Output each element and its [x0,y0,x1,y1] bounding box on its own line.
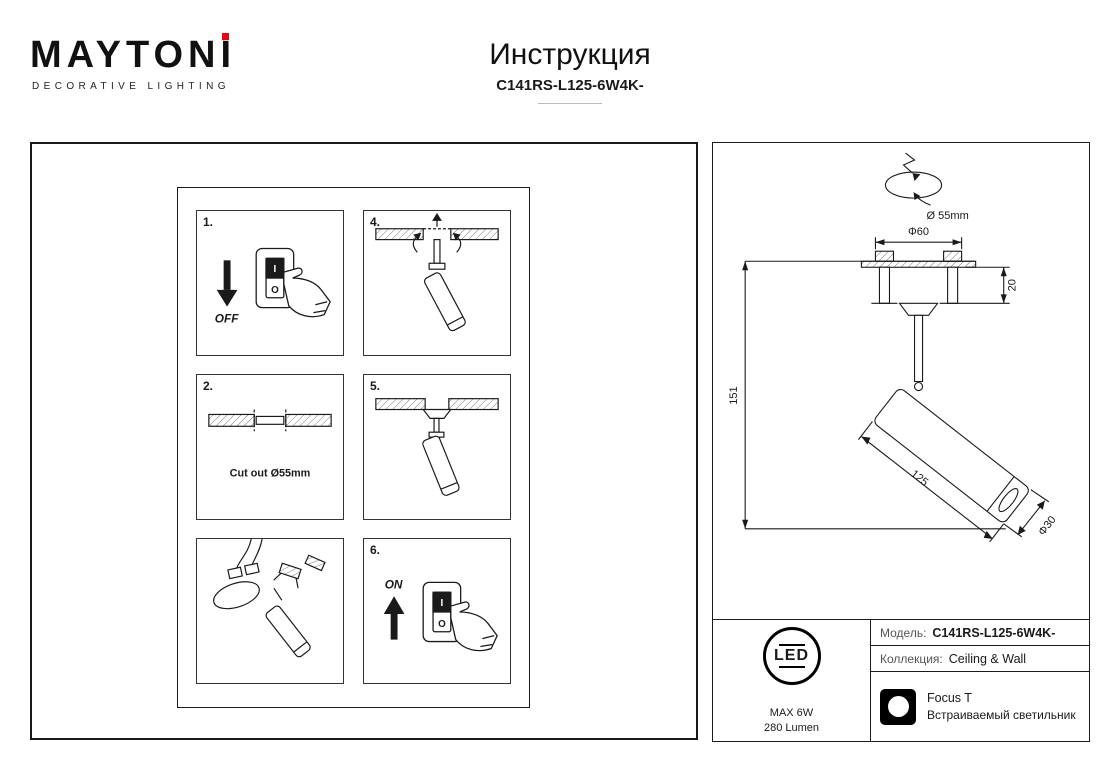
switch-off-glyph: O [438,619,446,630]
model-label: Модель: [880,625,927,640]
model-value: C141RS-L125-6W4K- [932,625,1056,640]
page-title: Инструкция [489,38,651,71]
spec-row-model: Модель: C141RS-L125-6W4K- [871,620,1089,646]
step-3-illustration [213,539,326,658]
dim-hole-label: Ø 55mm [927,210,969,222]
step-6-on-label: ON [385,577,403,591]
fixture-aperture-icon [887,696,909,717]
step-panel-1: 1. OFF I O [196,210,344,356]
step-1-number: 1. [203,215,214,229]
brand-red-dot-icon [222,33,230,40]
led-logo-icon: LED [762,627,821,685]
step-2-number: 2. [203,379,214,393]
brand-tagline: DECORATIVE LIGHTING [32,81,230,92]
step-2-caption: Cut out Ø55mm [230,468,311,480]
dim-151-label: 151 [728,386,740,404]
title-divider [538,103,602,104]
steps-grid: 1. OFF I O [177,187,530,708]
step-6-number: 6. [370,543,381,557]
fixture-face-icon [880,688,916,725]
spec-led-cell: LED MAX 6W 280 Lumen [713,620,871,741]
step-panel-3 [196,538,344,684]
led-logo-text: LED [774,647,809,664]
technical-drawing: Ø 55mm Φ60 20 151 125 Φ30 [728,152,1059,543]
led-logo-line [778,666,805,668]
spec-table: LED MAX 6W 280 Lumen Модель: C141RS-L125… [712,620,1090,742]
step-4-number: 4. [370,215,381,229]
step-4-illustration [375,212,499,332]
step-1-off-label: OFF [215,311,239,325]
step-1-illustration: OFF I O [215,247,331,325]
series-name: Focus T [927,691,972,705]
document-title-block: Инструкция C141RS-L125-6W4K- [380,38,760,104]
instruction-box: 1. OFF I O [30,142,698,740]
switch-off-glyph: O [271,285,279,296]
dim-phi30-label: Φ30 [1036,514,1058,538]
switch-on-glyph: I [441,598,444,609]
collection-value: Ceiling & Wall [948,651,1027,666]
switch-on-glyph: I [274,264,277,275]
collection-label: Коллекция: [880,651,943,666]
model-code: C141RS-L125-6W4K- [496,77,644,94]
step-6-illustration: ON I O [383,577,498,652]
power-specs: MAX 6W 280 Lumen [764,706,819,736]
step-5-number: 5. [370,379,381,393]
spec-row-series: Focus T Встраиваемый светильник [871,672,1089,741]
led-logo-line [778,644,805,646]
step-panel-6: 6. ON I O [363,538,511,684]
step-panel-2: 2. Cut out Ø55mm [196,374,344,520]
luminous-flux: 280 Lumen [763,722,820,735]
dim-125-label: 125 [908,468,930,489]
spec-details: Модель: C141RS-L125-6W4K- Коллекция: Cei… [871,620,1089,741]
dim-20-label: 20 [1007,279,1019,291]
step-5-illustration [375,398,499,496]
step-panel-4: 4. [363,210,511,356]
product-type: Встраиваемый светильник [927,708,1076,722]
step-panel-5: 5. [363,374,511,520]
max-power: MAX 6W [769,707,814,720]
technical-drawing-box: Ø 55mm Φ60 20 151 125 Φ30 [712,142,1090,620]
spec-row-collection: Коллекция: Ceiling & Wall [871,646,1089,672]
brand-name: MAYTONI [30,34,237,76]
dim-phi60-label: Φ60 [908,226,929,238]
series-text-block: Focus T Встраиваемый светильник [927,691,1076,722]
brand-logo: MAYTONI DECORATIVE LIGHTING [30,33,237,92]
step-2-illustration: Cut out Ø55mm [208,409,332,480]
